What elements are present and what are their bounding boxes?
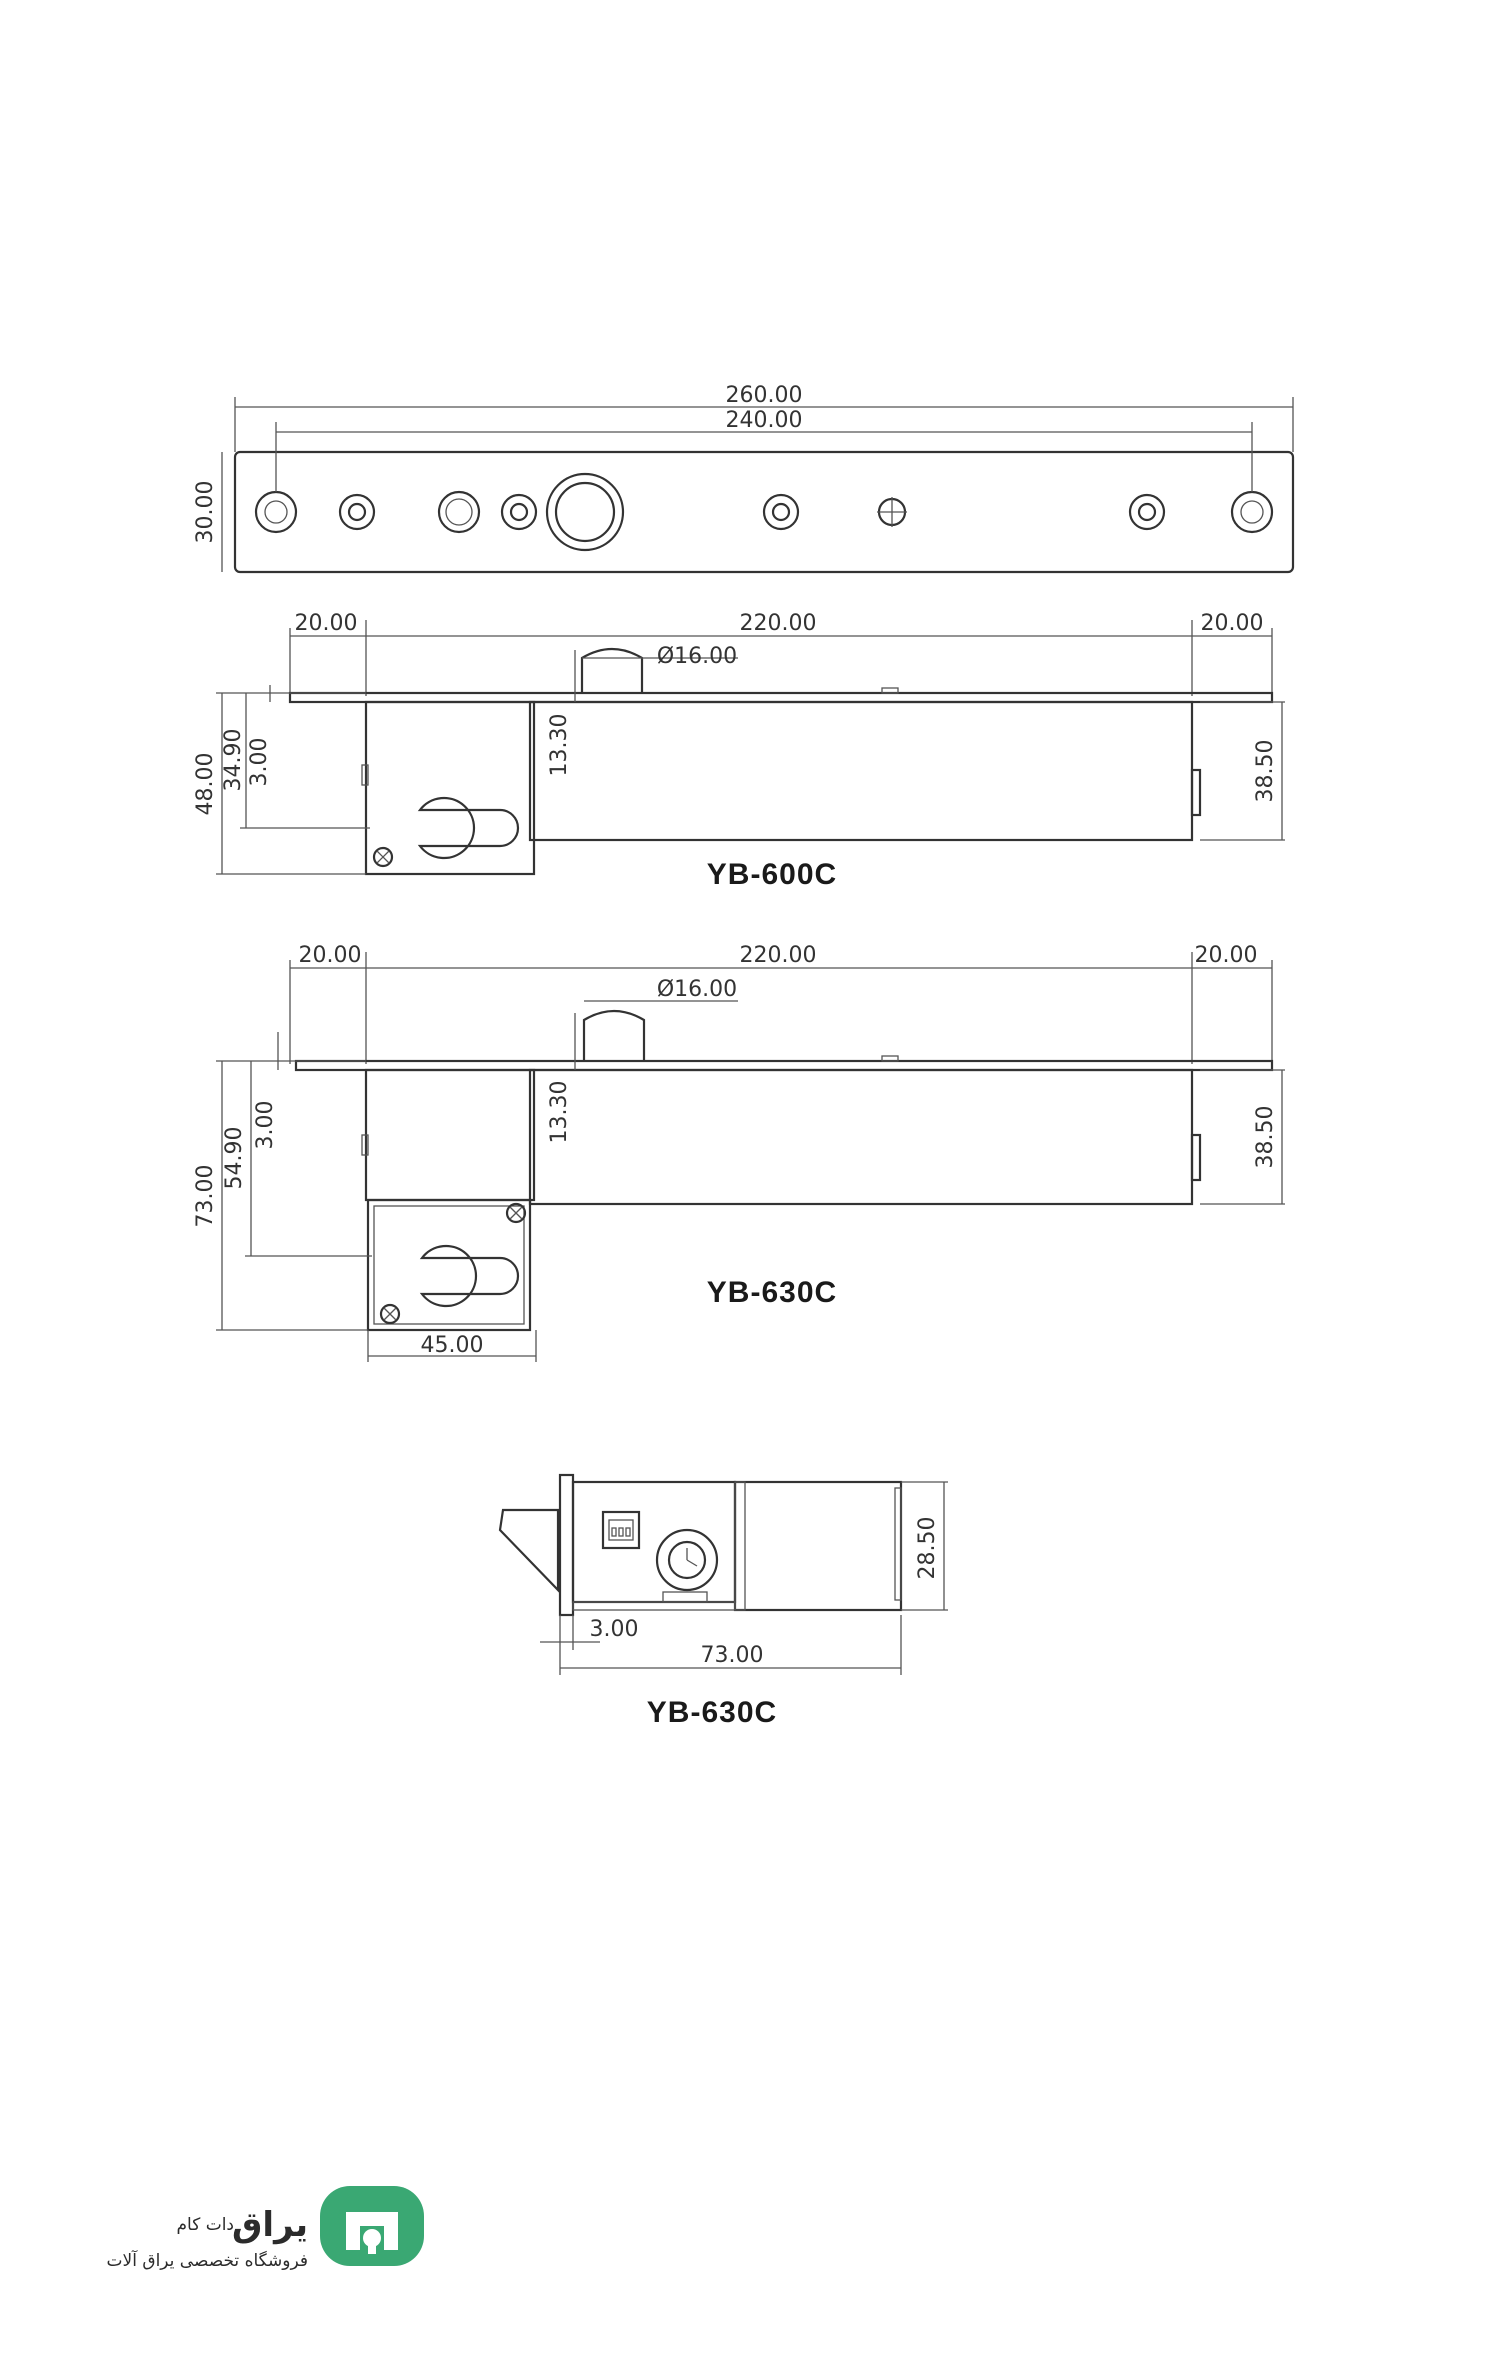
end-body [733, 1480, 903, 1612]
dim-630-key: 54.90 [222, 1127, 247, 1190]
faceplate-outline [233, 450, 1295, 574]
dim-600-total: 48.00 [193, 753, 218, 816]
dim-600-offset: 3.00 [247, 738, 272, 787]
bolt-pin [580, 648, 644, 693]
bolt-pin [582, 1010, 646, 1061]
dim-600-body-height: 38.50 [1253, 740, 1278, 803]
yb600c-side-view: 20.00 220.00 20.00 Ø16.00 13.30 38.50 [193, 611, 1285, 891]
dim-top-total: 260.00 [726, 383, 803, 408]
model-label-yb630c: YB-630C [707, 1276, 837, 1309]
brand-name: یراق [232, 2205, 308, 2245]
faceplate-holes [254, 472, 1274, 552]
connector-icon [601, 1510, 641, 1550]
dim-630-width: 45.00 [421, 1333, 484, 1358]
brand-tagline: فروشگاه تخصصی یراق آلات [107, 2249, 308, 2271]
model-label-yb630c-end: YB-630C [647, 1696, 777, 1729]
dim-630-body-height: 38.50 [1253, 1106, 1278, 1169]
dim-630-offset: 3.00 [253, 1101, 278, 1150]
yb630-bracket-plate [366, 1198, 532, 1332]
dim-630-bolt-dia: Ø16.00 [657, 977, 737, 1002]
brand-logo: یراق دات کام فروشگاه تخصصی یراق آلات [107, 2186, 424, 2271]
dim-600-bolt-rise: 13.30 [547, 714, 572, 777]
dim-top-inner: 240.00 [726, 408, 803, 433]
dim-600-bolt-dia: Ø16.00 [657, 644, 737, 669]
dim-630-total: 73.00 [193, 1165, 218, 1228]
lock-body [528, 1068, 1194, 1206]
yb630c-side-view: 20.00 220.00 20.00 Ø16.00 13.30 38.50 [193, 943, 1285, 1362]
dim-630-span-220: 220.00 [740, 943, 817, 968]
yb630-bracket-upper [364, 1068, 536, 1202]
yb600-bracket [364, 700, 536, 876]
dim-630-right-20: 20.00 [1195, 943, 1258, 968]
end-faceplate [558, 1473, 575, 1617]
yb630c-end-view: 28.50 3.00 73.00 YB-630C [498, 1473, 948, 1729]
dim-630-bolt-rise: 13.30 [547, 1081, 572, 1144]
keyhole [419, 1244, 520, 1308]
dim-top-height: 30.00 [193, 481, 218, 544]
dim-end-height: 28.50 [915, 1517, 940, 1580]
top-view: 260.00 240.00 30.00 [193, 383, 1295, 574]
dim-600-right-20: 20.00 [1201, 611, 1264, 636]
dim-600-left-20: 20.00 [295, 611, 358, 636]
bolt-wedge [498, 1508, 560, 1593]
brand-suffix: دات کام [177, 2215, 235, 2235]
lock-body [528, 700, 1194, 842]
dim-630-left-20: 20.00 [299, 943, 362, 968]
keyhole [417, 796, 520, 860]
model-label-yb600c: YB-600C [707, 858, 837, 891]
dim-end-offset: 3.00 [590, 1617, 639, 1642]
cylinder-icon [655, 1528, 719, 1592]
dim-600-span-220: 220.00 [740, 611, 817, 636]
dim-600-key: 34.90 [221, 729, 246, 792]
dim-end-width: 73.00 [701, 1643, 764, 1668]
faceplate-strip [294, 1059, 1274, 1072]
faceplate-strip [288, 691, 1274, 704]
